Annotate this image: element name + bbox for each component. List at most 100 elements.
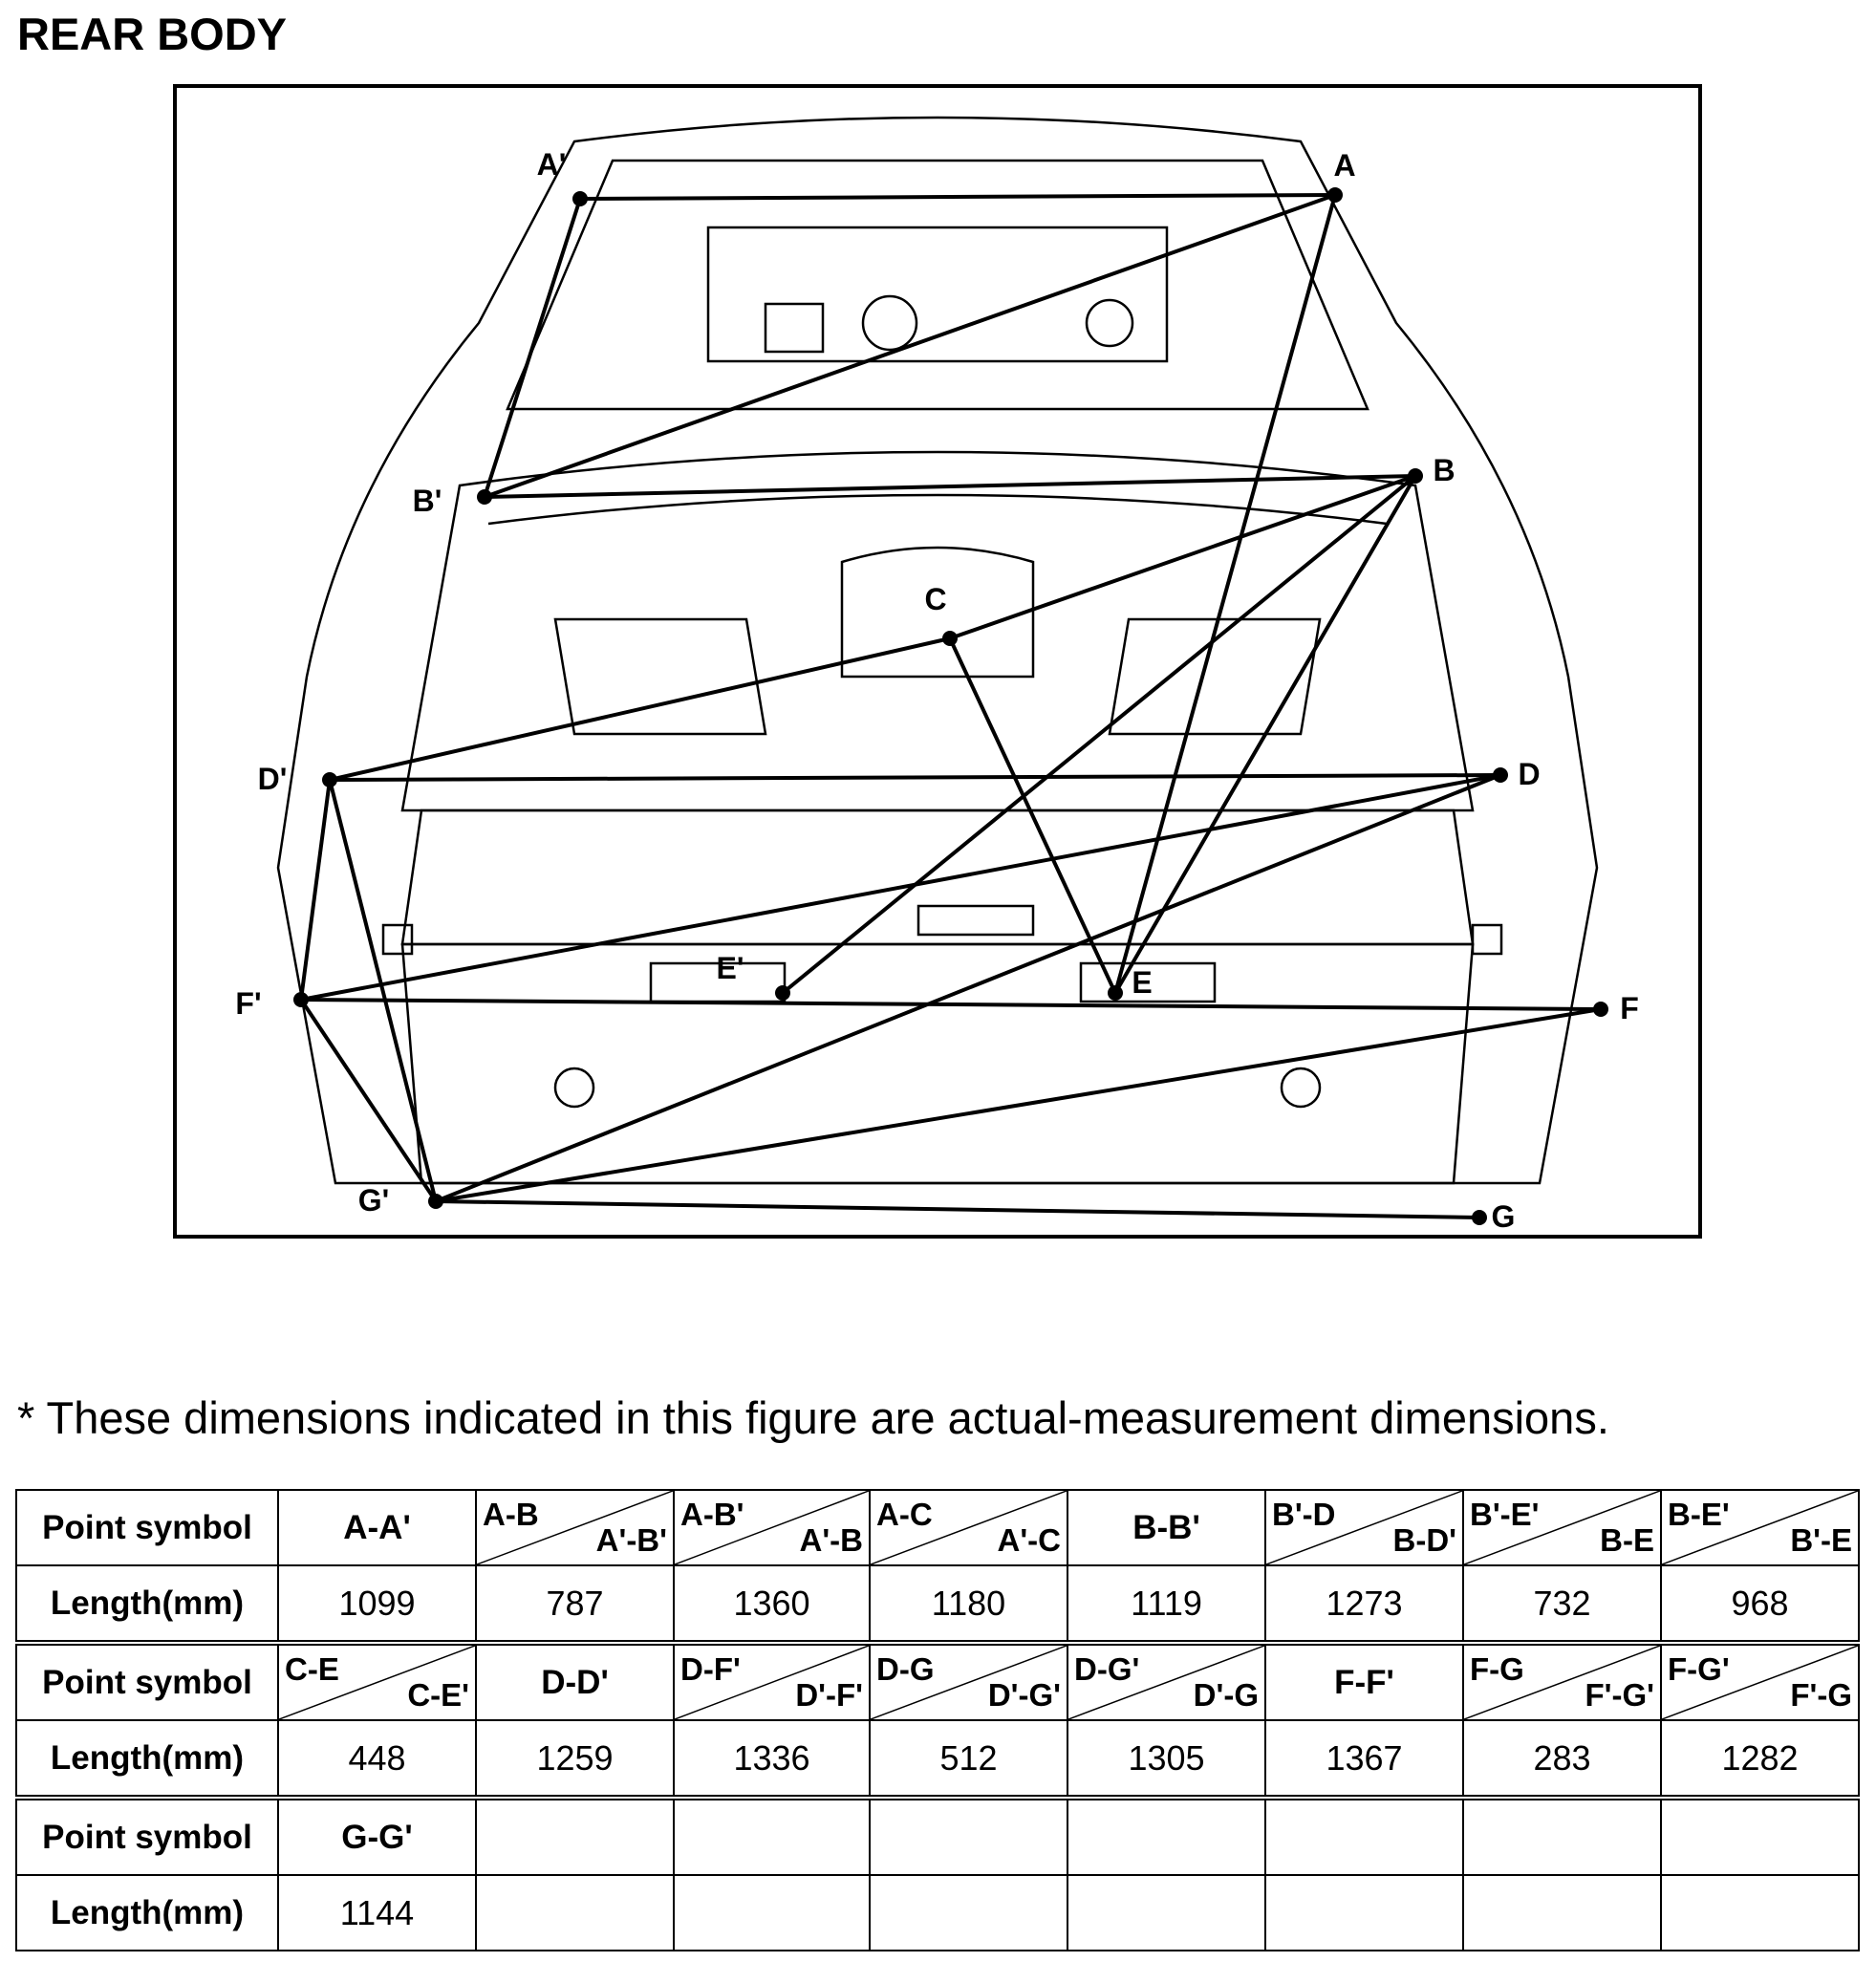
length-value-cell (673, 1874, 871, 1951)
diagonal-divider (675, 1491, 869, 1564)
length-value-cell (1264, 1874, 1464, 1951)
point-marker (1108, 985, 1123, 1001)
point-symbol-top: B'-E' (1470, 1497, 1540, 1532)
length-value-cell (1067, 1874, 1266, 1951)
point-label: F (1620, 991, 1639, 1025)
diagonal-divider (675, 1646, 869, 1719)
point-symbol-top: D-F' (680, 1651, 741, 1687)
diagonal-divider (871, 1491, 1067, 1564)
point-symbol-header: Point symbol (15, 1640, 279, 1721)
point-symbol-cell: A-B' A'-B (673, 1489, 871, 1566)
point-symbol-cell: B-E' B'-E (1660, 1489, 1860, 1566)
measurement-line-Dp-Gp (328, 779, 438, 1202)
point-symbol-top: A-B' (680, 1497, 744, 1532)
point-symbol-bottom: A'-B' (595, 1522, 667, 1558)
measurement-note: * These dimensions indicated in this fig… (17, 1392, 1609, 1443)
measurement-line-A-E (1113, 194, 1337, 994)
point-symbol-bottom: A'-B (799, 1522, 864, 1558)
point-symbol-header: Point symbol (15, 1795, 279, 1876)
point-marker (1327, 187, 1343, 203)
length-header: Length(mm) (15, 1564, 279, 1644)
point-marker (942, 631, 958, 646)
point-symbol-cell (869, 1795, 1068, 1876)
measurement-line-D-Gp (435, 773, 1501, 1203)
measurement-lines (299, 193, 1602, 1219)
length-value-cell: 1273 (1264, 1564, 1464, 1644)
point-label: D' (258, 762, 288, 796)
point-symbol-top: B'-D (1272, 1497, 1336, 1532)
measurement-line-Dp-Fp (299, 779, 332, 1001)
length-value-cell: 1336 (673, 1719, 871, 1799)
point-symbol-cell: F-G' F'-G (1660, 1640, 1860, 1721)
point-label: F' (235, 986, 261, 1021)
length-header: Length(mm) (15, 1874, 279, 1951)
diagonal-divider (1464, 1491, 1660, 1564)
length-value-cell: 1259 (475, 1719, 675, 1799)
point-label: E' (717, 951, 744, 985)
point-marker (293, 992, 309, 1007)
point-label: E (1132, 965, 1152, 1000)
point-symbol-top: D-G' (1074, 1651, 1140, 1687)
point-symbol-cell (673, 1795, 871, 1876)
length-value-cell: 512 (869, 1719, 1068, 1799)
point-symbol-cell (475, 1795, 675, 1876)
point-symbol-top: F-G' (1668, 1651, 1730, 1687)
point-marker (1493, 767, 1508, 783)
point-marker (1472, 1210, 1487, 1225)
point-label: G (1492, 1199, 1516, 1234)
length-value-cell (1660, 1874, 1860, 1951)
measurement-line-D-Fp (300, 773, 1501, 1002)
point-label: D (1518, 757, 1540, 791)
length-value-cell: 448 (277, 1719, 477, 1799)
point-marker (1408, 468, 1423, 484)
measurement-line-C-E (948, 637, 1117, 994)
length-value-cell: 1144 (277, 1874, 477, 1951)
point-symbol-bottom: D'-F' (795, 1677, 863, 1713)
point-symbol-bottom: F'-G (1790, 1677, 1852, 1713)
point-symbol-cell: G-G' (277, 1795, 477, 1876)
measurement-points: AA'BB'CDD'EE'FF'GG' (235, 147, 1638, 1234)
point-label: B' (413, 484, 442, 518)
point-symbol-bottom: B'-E (1790, 1522, 1852, 1558)
diagonal-divider (1266, 1491, 1462, 1564)
point-symbol-top: F-G (1470, 1651, 1524, 1687)
point-symbol-cell: A-B A'-B' (475, 1489, 675, 1566)
diagonal-divider (279, 1646, 475, 1719)
point-symbol-cell (1462, 1795, 1662, 1876)
point-marker (572, 191, 588, 206)
measurement-line-F-Gp (435, 1007, 1602, 1203)
measurement-line-G-Gp (435, 1199, 1480, 1219)
measurement-line-Ap-Bp (483, 198, 582, 498)
length-value-cell (475, 1874, 675, 1951)
point-symbol-cell: A-A' (277, 1489, 477, 1566)
point-symbol-top: A-B (483, 1497, 539, 1532)
point-label: G' (358, 1183, 390, 1218)
point-symbol-cell: F-F' (1264, 1640, 1464, 1721)
point-symbol-top: B-E' (1668, 1497, 1730, 1532)
diagonal-divider (1464, 1646, 1660, 1719)
diagram-svg: AA'BB'CDD'EE'FF'GG' (173, 84, 1702, 1239)
point-symbol-bottom: F'-G' (1585, 1677, 1654, 1713)
point-symbol-bottom: D'-G (1193, 1677, 1259, 1713)
length-value-cell (1462, 1874, 1662, 1951)
point-marker (322, 772, 337, 787)
measurement-line-A-Bp (484, 193, 1336, 499)
measurement-line-C-Dp (329, 636, 951, 782)
measurement-line-B-E (1113, 474, 1417, 995)
point-symbol-cell: B'-E'B-E (1462, 1489, 1662, 1566)
length-value-cell: 1282 (1660, 1719, 1860, 1799)
point-symbol-bottom: A'-C (997, 1522, 1062, 1558)
point-symbol-cell: D-F' D'-F' (673, 1640, 871, 1721)
point-symbol-cell: D-D' (475, 1640, 675, 1721)
length-value-cell: 1360 (673, 1564, 871, 1644)
measurement-line-F-Fp (300, 998, 1602, 1011)
point-symbol-cell (1264, 1795, 1464, 1876)
